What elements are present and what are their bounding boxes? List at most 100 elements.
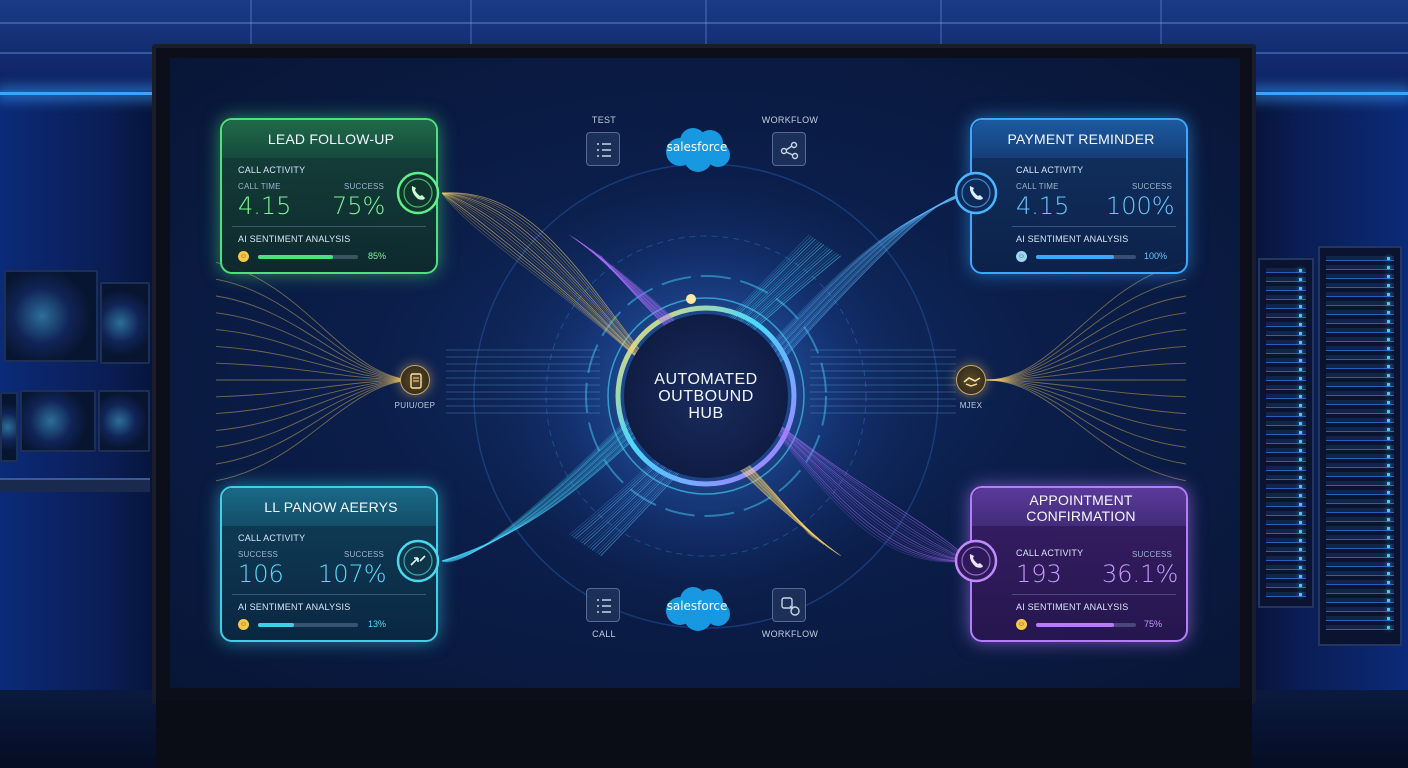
flow-stream	[568, 234, 971, 563]
rack-unit	[1326, 616, 1394, 621]
appointment-call-button[interactable]	[954, 539, 998, 583]
side-stream	[215, 379, 417, 398]
sentiment-face-icon: ☺	[238, 251, 249, 262]
side-stream	[215, 362, 417, 381]
rack-unit	[1326, 517, 1394, 522]
hub-core[interactable]: AUTOMATED OUTBOUND HUB	[624, 314, 788, 478]
side-stream	[985, 278, 1187, 381]
rack-unit	[1266, 376, 1306, 381]
rack-unit	[1326, 490, 1394, 495]
side-stream	[215, 379, 417, 465]
rack-unit	[1266, 574, 1306, 579]
metric-1-value: 193	[1016, 560, 1062, 588]
metric-2-value: 36.1%	[1102, 560, 1179, 588]
side-stream	[985, 379, 1187, 465]
flow-stream	[571, 235, 971, 563]
rack-unit	[1266, 538, 1306, 543]
side-monitor	[20, 390, 96, 452]
rack-unit	[1326, 553, 1394, 558]
salesforce-label-top: salesforce	[666, 140, 728, 154]
rack-unit	[1326, 526, 1394, 531]
rack-unit	[1326, 382, 1394, 387]
phone-icon	[396, 171, 440, 215]
phone-icon	[954, 171, 998, 215]
salesforce-cloud-icon	[666, 587, 730, 631]
flow-stream	[441, 192, 827, 547]
left-side-node[interactable]	[400, 365, 430, 395]
sentiment-face-icon: ☺	[238, 619, 249, 630]
side-monitor	[100, 282, 150, 364]
top-list-button[interactable]	[586, 132, 620, 166]
bottom-left-transfer-button[interactable]	[396, 539, 440, 583]
sentiment-percent: 100%	[1144, 251, 1168, 261]
payment-reminder-call-button[interactable]	[954, 171, 998, 215]
metric-2-value: 75%	[332, 192, 386, 220]
sentiment-label: AI SENTIMENT ANALYSIS	[238, 234, 351, 244]
metric-1-value: 106	[238, 560, 284, 588]
flow-stream	[441, 244, 825, 562]
right-side-node[interactable]	[956, 365, 986, 395]
bottom-workflow-button[interactable]	[772, 588, 806, 622]
flow-stream	[441, 240, 818, 562]
side-stream	[985, 379, 1187, 398]
rack-unit	[1266, 304, 1306, 309]
payment-reminder-card[interactable]: PAYMENT REMINDER CALL ACTIVITY CALL TIME…	[970, 118, 1188, 274]
lead-followup-call-button[interactable]	[396, 171, 440, 215]
card-section-label: CALL ACTIVITY	[238, 533, 306, 543]
card-title: LEAD FOLLOW-UP	[222, 120, 436, 158]
rack-unit	[1266, 565, 1306, 570]
appointment-confirmation-card[interactable]: APPOINTMENT CONFIRMATION CALL ACTIVITY S…	[970, 486, 1188, 642]
rack-unit	[1326, 391, 1394, 396]
flow-stream	[594, 251, 971, 562]
salesforce-logo-bottom[interactable]: salesforce	[660, 583, 734, 633]
rack-unit	[1326, 508, 1394, 513]
side-stream	[215, 379, 417, 482]
rack-unit	[1326, 427, 1394, 432]
flow-stream	[441, 234, 810, 563]
rack-unit	[1266, 448, 1306, 453]
side-stream	[215, 345, 417, 381]
side-stream	[985, 312, 1187, 381]
sentiment-bar	[258, 255, 358, 259]
flow-stream	[441, 238, 816, 562]
flow-stream	[441, 192, 835, 552]
bottom-list-button[interactable]	[586, 588, 620, 622]
flow-stream	[587, 247, 971, 562]
rack-unit	[1266, 493, 1306, 498]
flow-stream	[441, 192, 841, 557]
side-stream	[215, 329, 417, 381]
rack-unit	[1266, 385, 1306, 390]
lead-followup-card[interactable]: LEAD FOLLOW-UP CALL ACTIVITY CALL TIME S…	[220, 118, 438, 274]
metric-2-label: SUCCESS	[1132, 182, 1173, 191]
rack-unit	[1266, 358, 1306, 363]
flow-stream	[585, 245, 971, 562]
rack-unit	[1326, 481, 1394, 486]
metric-2-value: 100%	[1106, 192, 1175, 220]
rack-unit	[1326, 562, 1394, 567]
rack-unit	[1326, 355, 1394, 360]
sentiment-label: AI SENTIMENT ANALYSIS	[238, 602, 351, 612]
salesforce-logo-top[interactable]: salesforce	[660, 124, 734, 174]
rack-unit	[1266, 394, 1306, 399]
transfer-icon	[396, 539, 440, 583]
salesforce-cloud-icon	[666, 128, 730, 172]
top-workflow-button[interactable]	[772, 132, 806, 166]
hub-title-line1: AUTOMATED	[654, 370, 758, 388]
rack-unit	[1266, 421, 1306, 426]
metric-1-label: CALL TIME	[1016, 182, 1059, 191]
flow-stream	[596, 252, 971, 562]
rack-unit	[1266, 439, 1306, 444]
flow-stream	[441, 192, 823, 544]
rack-unit	[1266, 403, 1306, 408]
card-section-label: CALL ACTIVITY	[1016, 165, 1084, 175]
rack-unit	[1326, 292, 1394, 297]
sentiment-percent: 85%	[368, 251, 387, 261]
rack-unit	[1266, 583, 1306, 588]
bottom-left-label: CALL	[592, 629, 616, 639]
rack-unit	[1326, 364, 1394, 369]
desk	[0, 478, 150, 492]
side-stream	[985, 379, 1187, 431]
list-icon	[597, 143, 611, 157]
rack-unit	[1266, 331, 1306, 336]
side-monitor	[4, 270, 98, 362]
